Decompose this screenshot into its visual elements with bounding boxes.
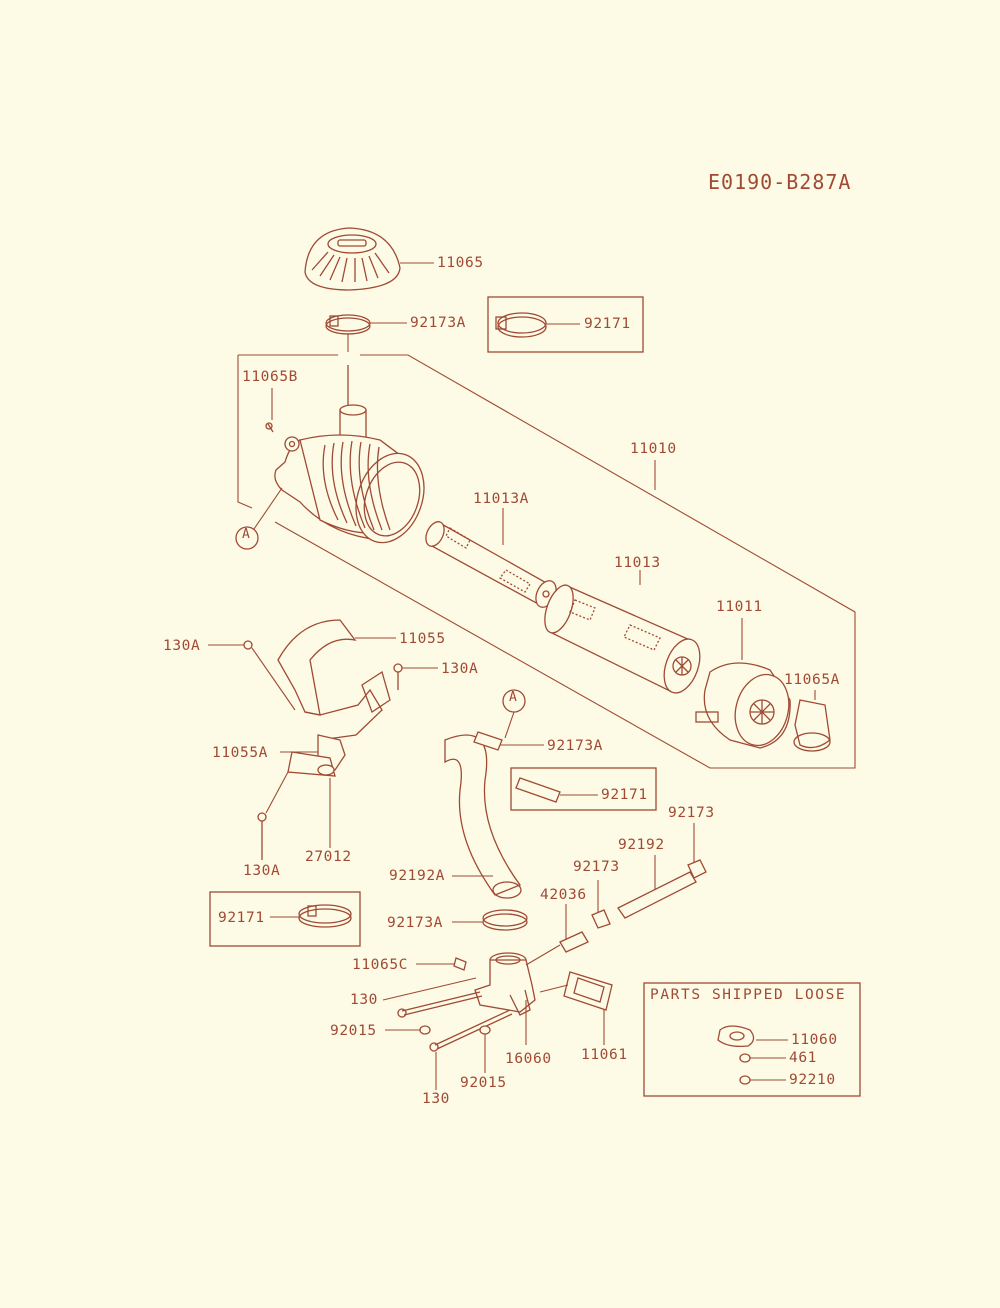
part-label-11013[interactable]: 11013 (614, 555, 661, 571)
clamp-92171-left-box (209, 891, 361, 947)
clamp-92171-box (487, 296, 644, 353)
bracket-11055-part (277, 619, 396, 741)
assembly-bracket-left (237, 355, 253, 509)
diagram-reference: E0190-B287A (708, 170, 852, 194)
part-label-92173a-mid[interactable]: 92173A (547, 738, 603, 754)
part-label-27012[interactable]: 27012 (305, 849, 352, 865)
clamp-92171-left-part (270, 904, 352, 928)
part-label-92015-2[interactable]: 92015 (460, 1075, 507, 1091)
part-label-11055a[interactable]: 11055A (212, 745, 268, 761)
bolt-130-2-part (429, 1009, 513, 1090)
washer-92015-2-part (479, 1025, 491, 1073)
part-label-130a-1[interactable]: 130A (163, 638, 201, 654)
part-label-11061[interactable]: 11061 (581, 1047, 628, 1063)
bolt-130a-1-part (208, 640, 296, 711)
parts-shipped-loose-box (643, 982, 861, 1097)
clamp-92173-m-part (591, 880, 611, 929)
part-label-11065c[interactable]: 11065C (352, 957, 408, 973)
endcap-11011-part (695, 618, 791, 749)
elbow-16060-part (474, 944, 561, 1045)
part-label-92015-1[interactable]: 92015 (330, 1023, 377, 1039)
bolt-130-1-part (382, 977, 483, 1018)
part-label-92192a[interactable]: 92192A (389, 868, 445, 884)
part-label-11065a[interactable]: 11065A (784, 672, 840, 688)
nut-92210-part (739, 1075, 786, 1085)
part-label-11011[interactable]: 11011 (716, 599, 763, 615)
clamp-92171-top-part (495, 312, 580, 338)
clamp-92171-mid-box (510, 767, 657, 811)
part-label-92173a-low[interactable]: 92173A (387, 915, 443, 931)
part-label-130-2[interactable]: 130 (422, 1091, 450, 1107)
parts-shipped-loose-title: PARTS SHIPPED LOOSE (650, 987, 847, 1003)
part-label-130a-3[interactable]: 130A (243, 863, 281, 879)
element-11013a-part (425, 508, 557, 608)
part-label-92210[interactable]: 92210 (789, 1072, 836, 1088)
part-label-11013a[interactable]: 11013A (473, 491, 529, 507)
callout-a-top (235, 526, 259, 550)
washer-92015-1-part (385, 1025, 431, 1035)
part-label-130a-2[interactable]: 130A (441, 661, 479, 677)
gasket-11060-part (717, 1025, 788, 1048)
part-label-92171-left[interactable]: 92171 (218, 910, 265, 926)
bracket-11055a-part (257, 734, 346, 860)
part-label-16060[interactable]: 16060 (505, 1051, 552, 1067)
part-label-461[interactable]: 461 (789, 1050, 817, 1066)
element-11013-part (544, 570, 701, 694)
cap-11065-part (304, 227, 434, 291)
part-label-130-1[interactable]: 130 (350, 992, 378, 1008)
part-label-92173a-top[interactable]: 92173A (410, 315, 466, 331)
washer-461-part (739, 1053, 786, 1063)
part-label-42036[interactable]: 42036 (540, 887, 587, 903)
clamp-92171-mid-part (515, 777, 598, 803)
clamp-92173a-low-part (452, 909, 528, 931)
clamp-92173a-mid-part (473, 731, 544, 751)
part-label-11065[interactable]: 11065 (437, 255, 484, 271)
housing-part (265, 365, 425, 544)
part-label-11060[interactable]: 11060 (791, 1032, 838, 1048)
part-label-92173-m[interactable]: 92173 (573, 859, 620, 875)
assembly-outline-11010 (238, 354, 856, 769)
callout-a-mid-label: A (509, 690, 518, 705)
clamp-92173a-top-part (325, 314, 407, 335)
part-label-92171-top[interactable]: 92171 (584, 316, 631, 332)
tube-92192-part (617, 823, 707, 919)
part-label-92192[interactable]: 92192 (618, 837, 665, 853)
part-label-11065b[interactable]: 11065B (242, 369, 298, 385)
hose-92192a-part (444, 734, 522, 899)
part-label-92173-r[interactable]: 92173 (668, 805, 715, 821)
part-label-11055[interactable]: 11055 (399, 631, 446, 647)
callout-a-top-label: A (242, 527, 251, 542)
gasket-11061-part (539, 971, 613, 1045)
bolt-130a-2-part (393, 663, 438, 690)
hose-42036-part (559, 904, 589, 953)
part-label-11010[interactable]: 11010 (630, 441, 677, 457)
valve-11065a-part (793, 690, 831, 752)
part-label-92171-mid[interactable]: 92171 (601, 787, 648, 803)
